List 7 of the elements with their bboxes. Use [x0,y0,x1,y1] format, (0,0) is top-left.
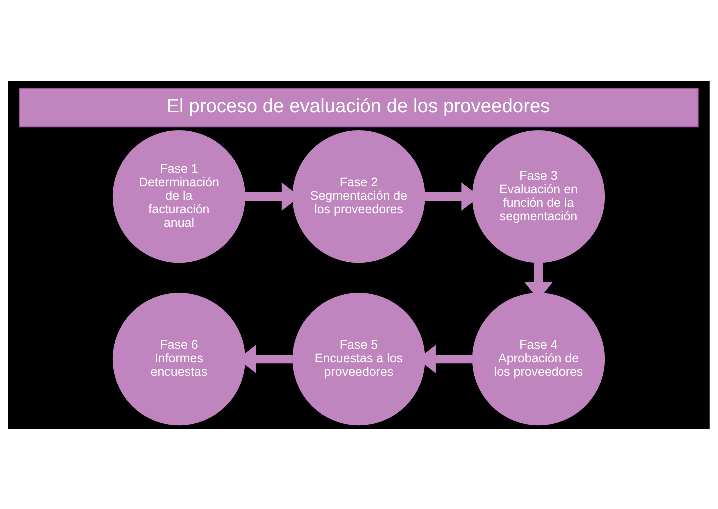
node-circle: Fase 2 Segmentación de los proveedores [292,130,426,263]
diagram-title: El proceso de evaluación de los proveedores [166,96,550,118]
node-circle: Fase 4 Aprobación de los proveedores [472,292,606,426]
node-circle: Fase 5 Encuestas a los proveedores [292,292,426,426]
node-circle: Fase 6 Informes encuestas [112,292,246,426]
node-circle: Fase 3 Evaluación en función de la segmentación [472,130,606,263]
node-circle: Fase 1 Determinación de la facturación anual [112,130,246,263]
